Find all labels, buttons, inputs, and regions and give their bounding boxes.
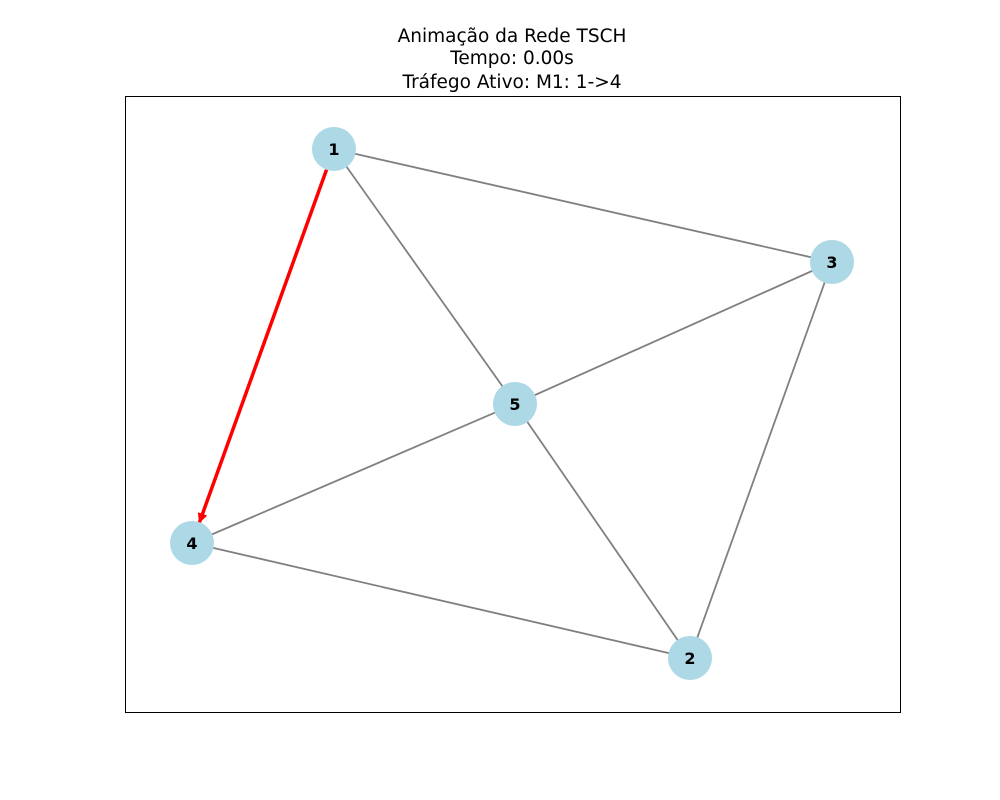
node-2: 2 — [668, 636, 712, 680]
node-1: 1 — [312, 127, 356, 171]
node-3: 3 — [810, 240, 854, 284]
node-label: 1 — [328, 140, 339, 159]
node-circle — [170, 521, 214, 565]
edges-layer — [191, 148, 833, 659]
title-line-2: Tempo: 0.00s — [449, 48, 574, 69]
figure-title: Animação da Rede TSCH Tempo: 0.00s Tráfe… — [398, 26, 627, 93]
nodes-layer: 1 2 3 4 5 — [170, 127, 854, 680]
edge-1-5 — [333, 148, 516, 405]
active-flows-layer — [197, 169, 329, 524]
node-circle — [810, 240, 854, 284]
node-circle — [668, 636, 712, 680]
node-5: 5 — [493, 382, 537, 426]
edge-5-4 — [191, 403, 516, 544]
active-flow-arrow-M1 — [197, 169, 329, 524]
node-label: 5 — [509, 395, 520, 414]
edge-1-3 — [333, 148, 833, 263]
node-circle — [493, 382, 537, 426]
node-label: 4 — [186, 534, 197, 553]
title-line-1: Animação da Rede TSCH — [398, 26, 627, 47]
edge-4-2 — [191, 542, 691, 659]
title-line-3: Tráfego Ativo: M1: 1->4 — [401, 72, 621, 93]
edge-5-2 — [514, 403, 691, 659]
edge-3-5 — [514, 261, 833, 405]
node-4: 4 — [170, 521, 214, 565]
edge-3-2 — [689, 261, 833, 659]
node-label: 2 — [684, 649, 695, 668]
plot-frame — [125, 96, 901, 713]
node-circle — [312, 127, 356, 171]
node-label: 3 — [826, 253, 837, 272]
